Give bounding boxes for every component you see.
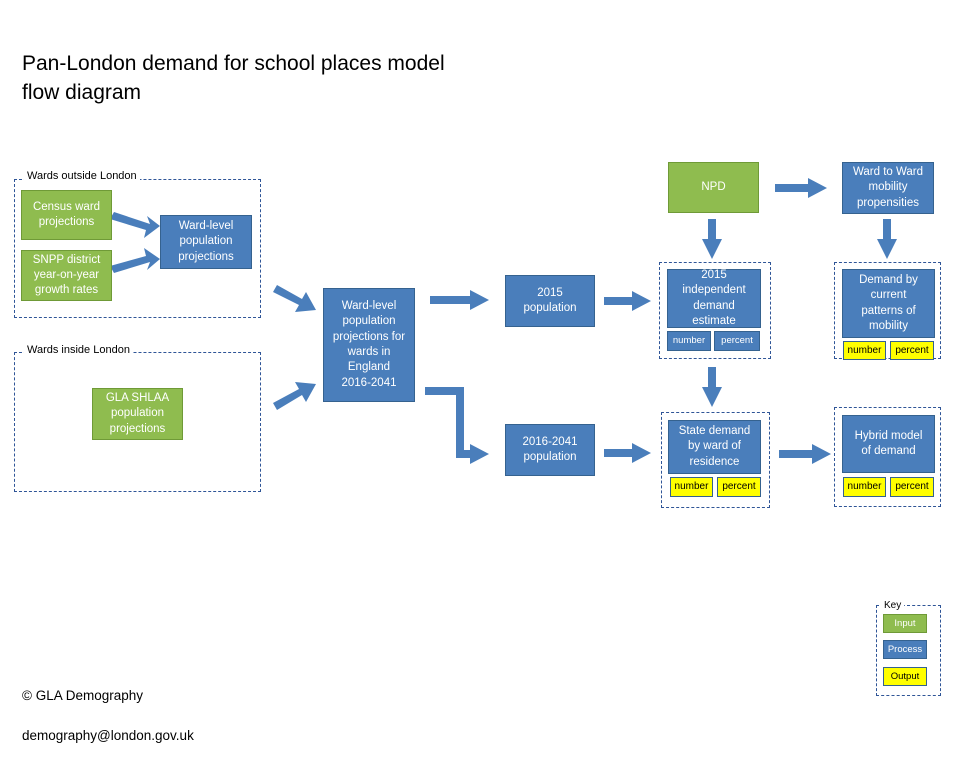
key-input-swatch: Input — [883, 614, 927, 633]
state-number-box: number — [670, 477, 713, 497]
arrow-state-to-hybrid — [779, 444, 831, 464]
group-hybrid-model — [834, 407, 941, 507]
independent-demand-estimate-box: 2015 independent demand estimate — [667, 269, 761, 328]
independent-percent-box: percent — [714, 331, 760, 351]
key-process-swatch: Process — [883, 640, 927, 659]
arrow-mobility-to-current — [877, 219, 897, 259]
group-current-mobility — [834, 262, 941, 359]
population-2016-2041-box: 2016-2041 population — [505, 424, 595, 476]
hybrid-percent-box: percent — [890, 477, 934, 497]
arrow-2015-to-independent — [604, 291, 651, 311]
hybrid-model-box: Hybrid model of demand — [842, 415, 935, 473]
key-title: Key — [881, 599, 905, 612]
key-legend — [876, 605, 941, 696]
group-independent-estimate — [659, 262, 771, 359]
flow-arrows — [110, 178, 897, 464]
key-output-swatch: Output — [883, 667, 927, 686]
group-state-demand — [661, 412, 770, 508]
independent-number-box: number — [667, 331, 711, 351]
england-ward-projections-box: Ward-level population projections for wa… — [323, 288, 415, 402]
ward-level-projections-box: Ward-level population projections — [160, 215, 252, 269]
current-number-box: number — [843, 341, 886, 360]
copyright-text: © GLA Demography — [22, 688, 144, 703]
hybrid-number-box: number — [843, 477, 886, 497]
diagram-title: Pan-London demand for school places mode… — [22, 52, 445, 104]
population-2015-box: 2015 population — [505, 275, 595, 327]
arrow-england-to-2015 — [430, 290, 489, 310]
group-label-outside: Wards outside London — [24, 170, 140, 183]
group-label-inside: Wards inside London — [24, 344, 133, 357]
contact-email: demography@london.gov.uk — [22, 728, 194, 743]
arrow-inside-to-england — [273, 382, 316, 410]
snpp-growth-rates-box: SNPP district year-on-year growth rates — [21, 250, 112, 301]
demand-current-mobility-box: Demand by current patterns of mobility — [842, 269, 935, 338]
arrow-npd-to-independent — [702, 219, 722, 259]
arrow-england-to-2016 — [425, 387, 489, 464]
group-wards-inside-london — [14, 352, 261, 492]
arrow-census-to-ward-level — [110, 212, 160, 238]
gla-shlaa-projections-box: GLA SHLAA population projections — [92, 388, 183, 440]
arrow-snpp-to-ward-level — [110, 248, 160, 273]
state-demand-box: State demand by ward of residence — [668, 420, 761, 474]
census-ward-projections-box: Census ward projections — [21, 190, 112, 240]
arrow-npd-to-mobility — [775, 178, 827, 198]
ward-mobility-propensities-box: Ward to Ward mobility propensities — [842, 162, 934, 214]
arrow-2016-to-state — [604, 443, 651, 463]
arrow-independent-to-state — [702, 367, 722, 407]
footer: © GLA Demography demography@london.gov.u… — [22, 666, 194, 766]
npd-box: NPD — [668, 162, 759, 213]
current-percent-box: percent — [890, 341, 934, 360]
arrow-outside-to-england — [273, 285, 316, 312]
state-percent-box: percent — [717, 477, 761, 497]
